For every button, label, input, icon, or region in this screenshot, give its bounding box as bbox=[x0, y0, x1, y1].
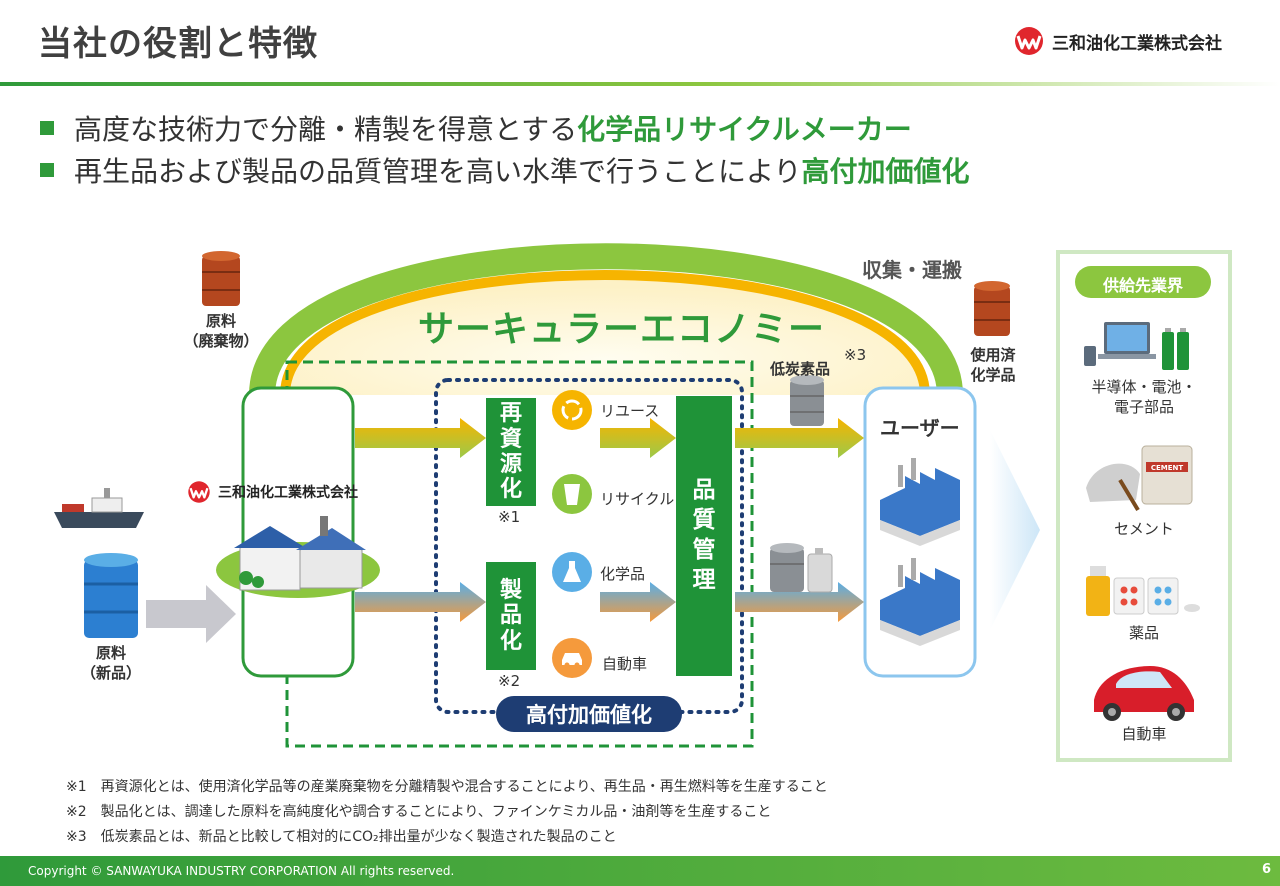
bullet-1-text: 高度な技術力で分離・精製を得意とする bbox=[74, 113, 578, 146]
circular-economy-arc bbox=[249, 243, 963, 396]
cement-icon bbox=[1086, 445, 1193, 512]
bullet-1: 高度な技術力で分離・精製を得意とする化学品リサイクルメーカー bbox=[40, 108, 912, 148]
automobile-label: 自動車 bbox=[602, 655, 648, 673]
quality-control-box: 品 質 管 理 bbox=[676, 396, 732, 676]
bullet-2: 再生品および製品の品質管理を高い水準で行うことにより高付加価値化 bbox=[40, 150, 969, 190]
used-chemicals-label: 使用済 化学品 bbox=[970, 346, 1016, 384]
recycling-box: 再 資 源 化 bbox=[486, 398, 536, 506]
collection-label: 収集・運搬 bbox=[862, 258, 962, 282]
company-logo-icon bbox=[188, 481, 210, 503]
bullet-square-icon bbox=[40, 121, 54, 135]
user-label: ユーザー bbox=[880, 416, 960, 440]
recycle-cup-icon bbox=[552, 474, 592, 514]
low-carbon-label: 低炭素品 bbox=[770, 360, 831, 378]
blue-drum-icon bbox=[84, 553, 138, 638]
flask-icon bbox=[552, 552, 592, 592]
reuse-icon bbox=[552, 390, 592, 430]
ship-icon bbox=[54, 488, 144, 528]
input-arrow bbox=[146, 585, 236, 643]
raw-waste-label: 原料 （廃棄物） bbox=[183, 312, 259, 350]
header-logo: 三和油化工業株式会社 bbox=[1012, 26, 1222, 56]
company-logo-icon bbox=[1015, 27, 1043, 55]
flow-arrow-bottom bbox=[355, 582, 864, 622]
footnote-1: ※1 再資源化とは、使用済化学品等の産業廃棄物を分離精製や混合することにより、再… bbox=[66, 779, 828, 795]
devices-battery-icon bbox=[1084, 322, 1189, 370]
drum-and-can-icon bbox=[770, 543, 833, 593]
note-mark-3: ※3 bbox=[844, 346, 867, 364]
bullet-2-emphasis: 高付加価値化 bbox=[801, 155, 970, 188]
supply-item-cement: セメント bbox=[1114, 520, 1174, 538]
production-box: 製 品 化 bbox=[486, 562, 536, 670]
supply-title: 供給先業界 bbox=[1102, 276, 1183, 295]
footnote-2: ※2 製品化とは、調達した原料を高純度化や調合することにより、ファインケミカル品… bbox=[66, 804, 772, 820]
rusty-drum-icon bbox=[202, 251, 240, 306]
chemicals-label: 化学品 bbox=[600, 565, 646, 583]
used-drum-icon bbox=[974, 281, 1010, 336]
circular-economy-label: サーキュラーエコノミー bbox=[418, 309, 826, 350]
raw-new-label: 原料 （新品） bbox=[80, 644, 141, 682]
company-name: 三和油化工業株式会社 bbox=[1052, 33, 1222, 54]
company-diagram-name: 三和油化工業株式会社 bbox=[218, 485, 358, 501]
supply-item-electronics: 半導体・電池・ 電子部品 bbox=[1091, 378, 1197, 416]
page-title: 当社の役割と特徴 bbox=[38, 24, 318, 64]
footer-copyright: Copyright © SANWAYUKA INDUSTRY CORPORATI… bbox=[28, 864, 455, 878]
supply-item-medicine: 薬品 bbox=[1128, 624, 1159, 642]
supply-item-automobile: 自動車 bbox=[1121, 725, 1167, 743]
gray-drum-icon bbox=[790, 375, 824, 426]
flow-arrow-top bbox=[355, 418, 864, 458]
medicine-icon bbox=[1086, 566, 1200, 616]
cement-bag-text: CEMENT bbox=[1150, 464, 1184, 472]
recycle-label: リサイクル bbox=[600, 490, 675, 508]
note-mark-1: ※1 bbox=[498, 508, 521, 526]
supply-title-pill bbox=[1075, 266, 1211, 298]
high-value-pill: 高付加価値化 bbox=[496, 696, 682, 732]
footnote-3: ※3 低炭素品とは、新品と比較して相対的にCO₂排出量が少なく製造された製品のこ… bbox=[66, 829, 617, 845]
reuse-label: リユース bbox=[600, 402, 660, 420]
user-factory-icon bbox=[880, 458, 960, 546]
supply-chevron bbox=[990, 430, 1040, 630]
bullet-1-emphasis: 化学品リサイクルメーカー bbox=[577, 113, 912, 146]
red-car-icon bbox=[1094, 666, 1194, 721]
note-mark-2: ※2 bbox=[498, 672, 521, 690]
bullet-2-text: 再生品および製品の品質管理を高い水準で行うことにより bbox=[74, 155, 802, 188]
factory-icon bbox=[216, 516, 380, 598]
company-box bbox=[241, 386, 355, 678]
bullet-square-icon bbox=[40, 163, 54, 177]
page-number: 6 bbox=[1262, 862, 1272, 877]
footer-bar bbox=[0, 856, 1280, 886]
car-icon bbox=[552, 638, 592, 678]
user-factory-icon bbox=[880, 558, 960, 646]
company-diagram-logo: 三和油化工業株式会社 bbox=[186, 480, 358, 504]
header-rule bbox=[0, 82, 1280, 86]
